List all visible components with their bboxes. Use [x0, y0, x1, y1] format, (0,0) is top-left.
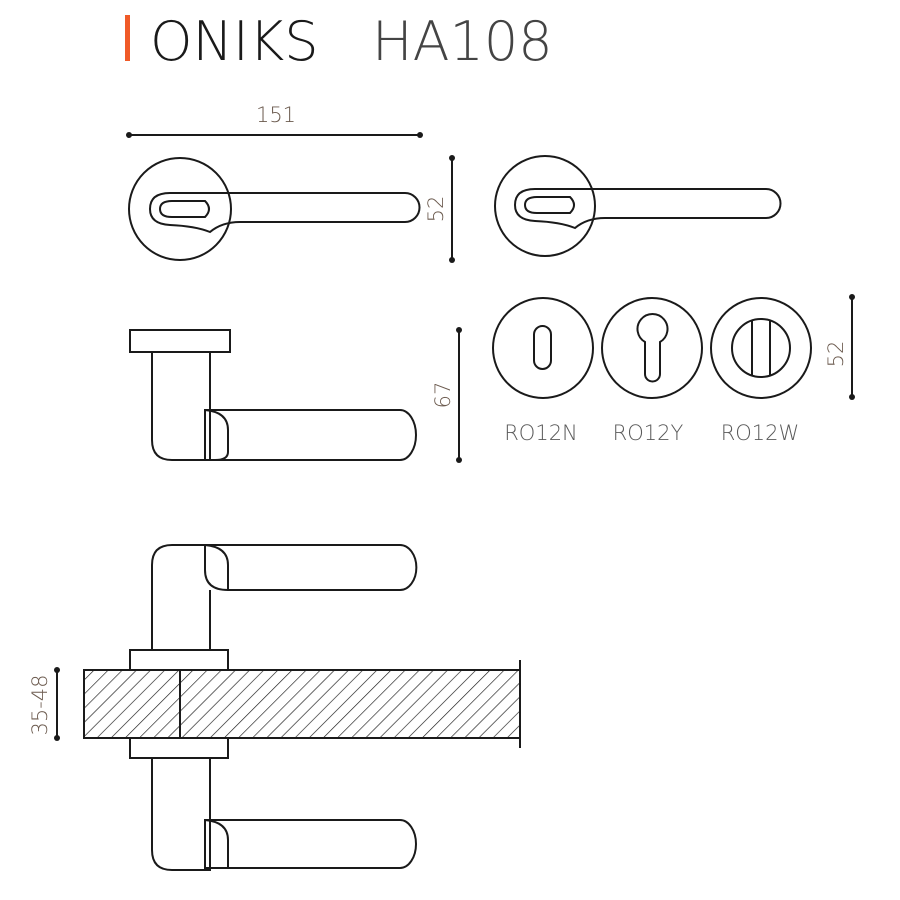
- dimension-height: 67: [431, 327, 462, 463]
- escutcheon-cylinder: RO12Y: [601, 297, 703, 445]
- handle-installed-upper: [129, 544, 418, 671]
- dimension-rose: 52: [424, 155, 455, 263]
- dimension-door-thickness: 35-48: [28, 667, 60, 741]
- svg-text:RO12W: RO12W: [721, 421, 800, 445]
- handle-top-view-2: [494, 155, 782, 257]
- handle-installed-lower: [129, 737, 417, 871]
- svg-text:RO12Y: RO12Y: [613, 421, 684, 445]
- dimension-escutcheon: 52: [824, 294, 855, 400]
- escutcheon-key: RO12N: [492, 297, 594, 445]
- door-section: [83, 660, 521, 748]
- svg-text:67: 67: [431, 382, 455, 409]
- handle-top-view: [128, 157, 421, 261]
- svg-text:35-48: 35-48: [28, 674, 52, 735]
- brand-title: ONIKS: [150, 10, 319, 73]
- svg-text:52: 52: [424, 196, 448, 223]
- escutcheon-wc: RO12W: [710, 297, 812, 445]
- svg-text:52: 52: [824, 341, 848, 368]
- model-title: HA108: [372, 10, 553, 73]
- accent-bar: [125, 15, 130, 61]
- dimension-length: 151: [126, 103, 423, 138]
- svg-text:151: 151: [256, 103, 296, 127]
- handle-side-view: [129, 329, 417, 461]
- svg-text:RO12N: RO12N: [504, 421, 578, 445]
